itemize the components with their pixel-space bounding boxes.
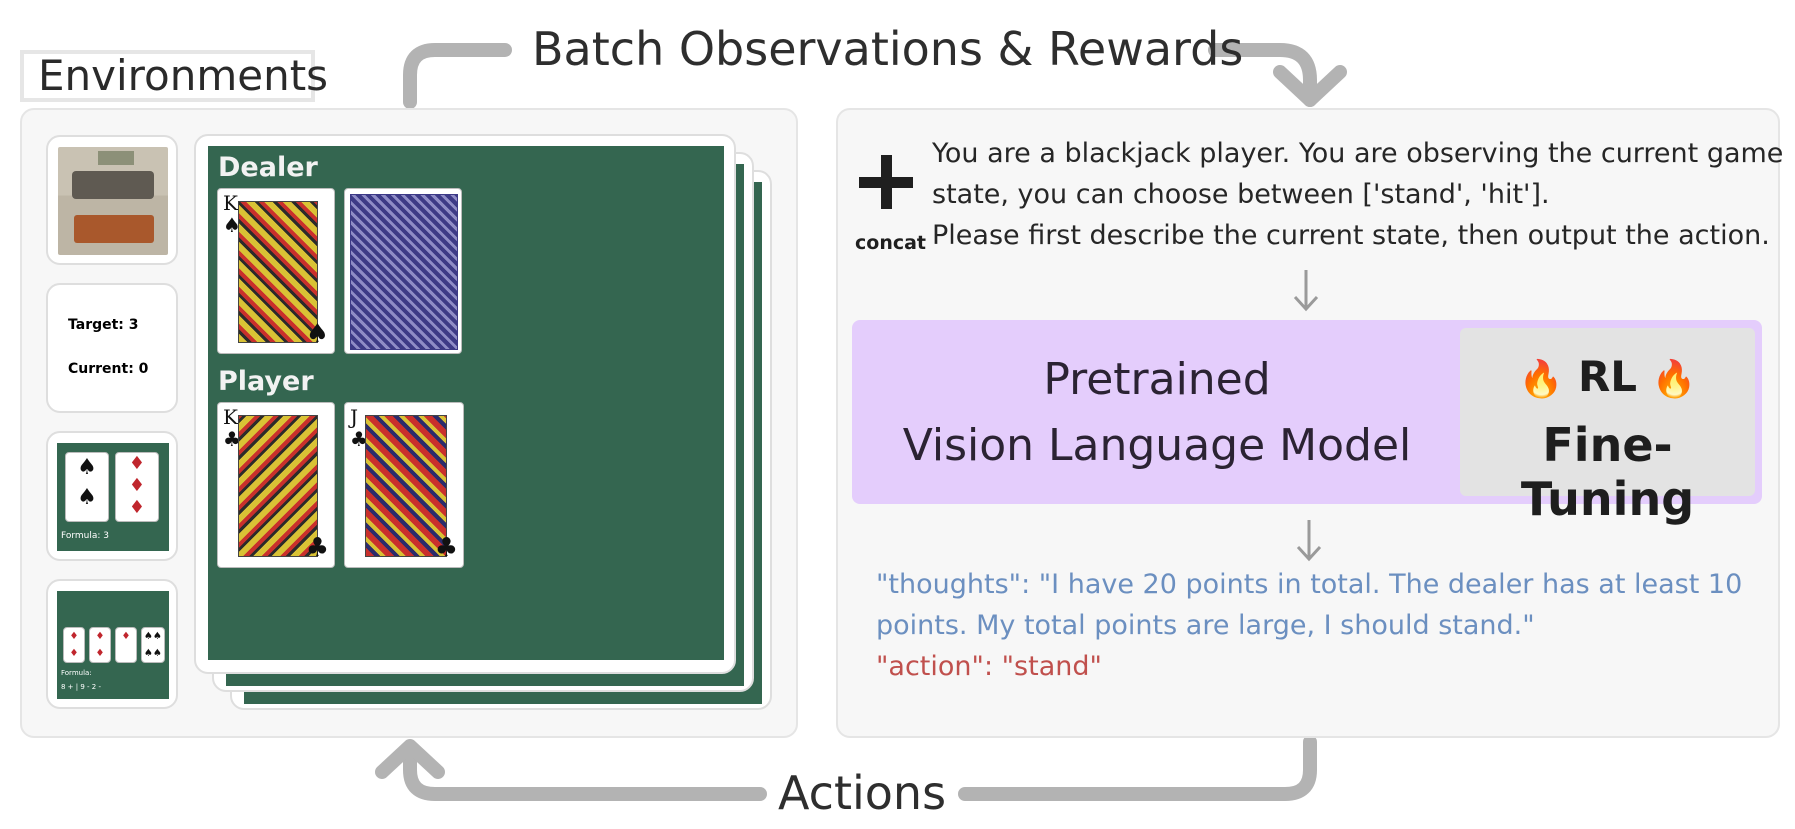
model-name-line2: Vision Language Model [902,420,1412,471]
target-label: Target: 3 [68,317,139,333]
blackjack-felt: Dealer K ♠ ♠ Player K ♣ ♣ J ♣ ♣ [208,146,724,660]
thoughts-line-2: points. My total points are large, I sho… [876,610,1535,641]
card-suit: ♣ [350,427,368,451]
card-suit-bottom: ♣ [305,533,329,563]
top-caption: Batch Observations & Rewards [532,22,1244,76]
env-thumb-cards-four[interactable]: ♦♦ ♦♦ ♦ ♠♠♠♠ Formula: 8 + | 9 - 2 - [46,579,178,709]
rl-label: RL [1577,352,1638,401]
sofa-shape [72,171,154,199]
player-card-king-clubs: K ♣ ♣ [217,402,335,568]
formula-two-line2: 8 + | 9 - 2 - [61,683,101,691]
card-suit-bottom: ♣ [434,533,458,563]
current-label: Current: 0 [68,361,149,377]
room-image [58,147,168,255]
mini-card-3-diamonds: ♦♦♦ [115,452,159,522]
action-line: "action": "stand" [876,651,1102,682]
player-label: Player [218,366,314,397]
formula-two-line1: Formula: [61,669,92,677]
environments-label: Environments [20,50,328,102]
bottom-arrow-right-segment [958,735,1317,801]
card-suit: ♣ [223,427,241,451]
dealer-label: Dealer [218,152,318,183]
card-rank: K [223,405,238,429]
thoughts-line-1: "thoughts": "I have 20 points in total. … [876,569,1743,600]
prompt-line-3: Please first describe the current state,… [932,220,1770,251]
down-arrow-to-output [1296,520,1322,562]
rl-row: 🔥 RL 🔥 [1460,352,1755,401]
mini-card-c: ♦ [115,627,137,663]
card-back-pattern [350,194,458,350]
prompt-line-1: You are a blackjack player. You are obse… [932,138,1784,169]
formula-one: Formula: 3 [61,531,110,541]
bottom-arrow-left-segment [403,741,767,801]
model-name-line1: Pretrained [1043,354,1271,405]
prompt-text: You are a blackjack player. You are obse… [932,133,1783,256]
fire-icon: 🔥 [1518,359,1564,400]
bottom-caption: Actions [778,766,947,820]
king-figure [238,201,318,343]
top-arrowhead [1273,65,1347,107]
plus-icon [859,155,913,209]
dealer-card-face-down [344,188,462,354]
prompt-line-2: state, you can choose between ['stand', … [932,179,1550,210]
concat-label: concat [855,232,927,254]
card-rank: K [223,191,238,215]
mini-felt: ♠♠ ♦♦♦ Formula: 3 [57,443,169,551]
mini-card-a: ♦♦ [63,627,85,663]
painting-shape [98,151,134,165]
rl-finetuning-box: 🔥 RL 🔥 Fine-Tuning [1460,328,1755,526]
jack-figure [365,415,447,557]
dealer-card-king-spades: K ♠ ♠ [217,188,335,354]
fire-icon: 🔥 [1651,359,1697,400]
down-arrow-to-model [1293,270,1319,312]
mini-card-4-spades: ♠♠ [65,452,109,522]
model-output: "thoughts": "I have 20 points in total. … [876,564,1742,687]
bottom-arrowhead [375,739,445,779]
blackjack-frame[interactable]: Dealer K ♠ ♠ Player K ♣ ♣ J ♣ ♣ [194,134,736,674]
king-figure [238,415,318,557]
mini-card-b: ♦♦ [89,627,111,663]
card-rank: J [350,405,359,429]
env-thumb-room[interactable] [46,135,178,265]
finetuning-label: Fine-Tuning [1520,418,1695,526]
player-card-jack-clubs: J ♣ ♣ [344,402,464,568]
mini-felt-2: ♦♦ ♦♦ ♦ ♠♠♠♠ Formula: 8 + | 9 - 2 - [57,591,169,699]
card-suit-bottom: ♠ [305,319,329,349]
top-arrow-right-segment [1208,43,1317,107]
env-thumb-target[interactable]: Target: 3 Current: 0 [46,283,178,413]
table-shape [74,215,154,243]
card-suit: ♠ [223,213,241,237]
mini-card-d: ♠♠♠♠ [141,627,165,663]
top-arrow-left-segment [403,43,512,109]
env-thumb-cards-two[interactable]: ♠♠ ♦♦♦ Formula: 3 [46,431,178,561]
